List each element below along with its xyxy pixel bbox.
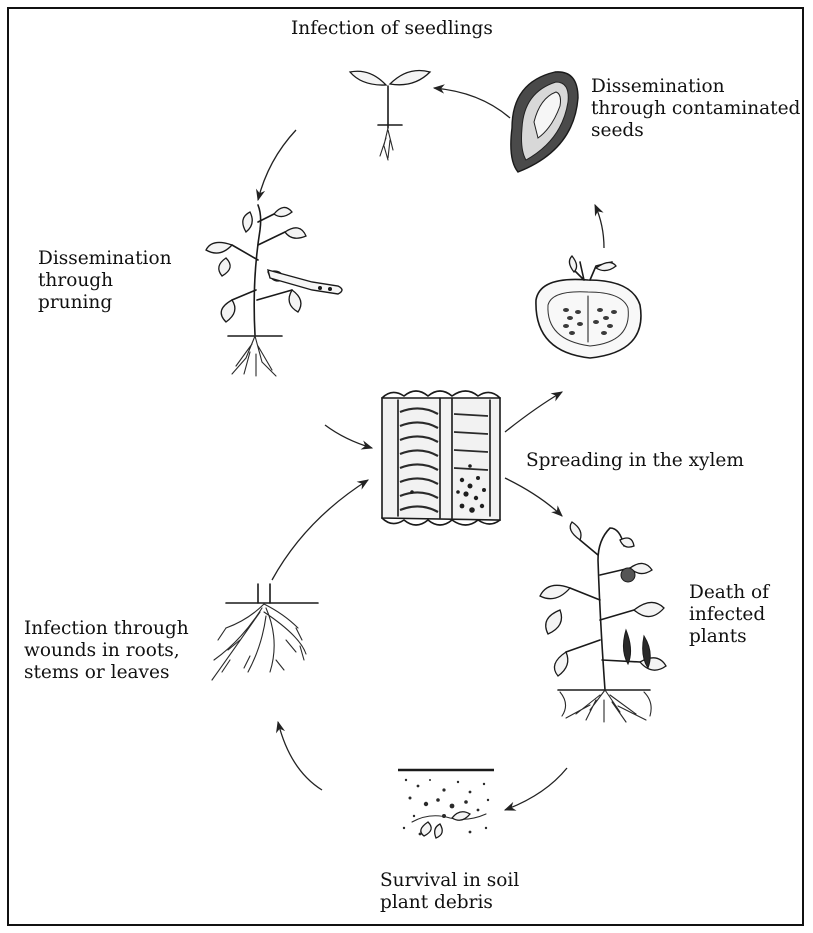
arrow-xylem-to-fruit [505, 392, 562, 432]
label-spreading-xylem: Spreading in the xylem [526, 450, 744, 472]
seedling-icon [350, 71, 430, 161]
label-pruning: Dissemination through pruning [38, 248, 172, 314]
arrow-xylem-to-death [505, 478, 562, 516]
arrow-seed-to-seedling [434, 88, 510, 118]
arrow-fruit-to-seed [595, 205, 604, 248]
xylem-vessel-icon [382, 391, 500, 525]
tomato-fruit-icon [536, 256, 641, 358]
wilted-plant-icon [540, 522, 666, 722]
arrow-wounds-to-xylem [272, 480, 368, 580]
arrow-pruning-to-xylem [325, 425, 372, 448]
soil-debris-icon [398, 770, 494, 838]
label-death-of-plants: Death of infected plants [689, 582, 769, 648]
arrow-seedling-to-pruning [258, 130, 296, 200]
label-survival-soil: Survival in soil plant debris [380, 870, 519, 914]
arrow-soil-to-wounds [278, 722, 322, 790]
pruned-plant-icon [206, 205, 342, 376]
seed-icon [511, 72, 578, 172]
label-contaminated-seeds: Dissemination through contaminated seeds [591, 76, 800, 142]
label-infection-of-seedlings: Infection of seedlings [291, 18, 493, 40]
roots-icon [212, 584, 318, 680]
label-infection-wounds: Infection through wounds in roots, stems… [24, 618, 189, 684]
arrow-death-to-soil [505, 768, 567, 810]
